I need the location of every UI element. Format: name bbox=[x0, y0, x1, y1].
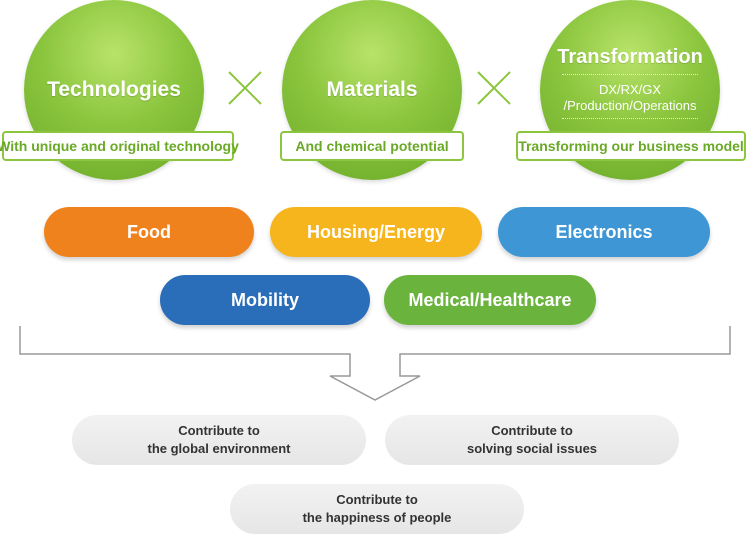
contribution-line-2: solving social issues bbox=[466, 441, 598, 456]
materials-band: And chemical potential bbox=[280, 131, 464, 161]
contribution-line-1: Contribute to bbox=[178, 423, 260, 438]
field-electronics: Electronics bbox=[498, 207, 710, 257]
technologies-band: With unique and original technology bbox=[0, 131, 239, 161]
bracket-arrow bbox=[19, 326, 731, 401]
materials-title: Materials bbox=[326, 78, 418, 101]
contribution-social-issues: Contribute to solving social issues bbox=[385, 415, 679, 465]
field-food: Food bbox=[44, 207, 254, 257]
contribution-global-environment: Contribute to the global environment bbox=[72, 415, 366, 465]
multiply-icon bbox=[228, 71, 262, 105]
transformation-sub-1: DX/RX/GX bbox=[598, 82, 662, 97]
contribution-line-1: Contribute to bbox=[491, 423, 573, 438]
field-mobility: Mobility bbox=[160, 275, 370, 325]
multiply-icon bbox=[477, 71, 511, 105]
divider bbox=[562, 118, 698, 119]
contribution-line-2: the global environment bbox=[147, 441, 291, 456]
transformation-sub-2: /Production/Operations bbox=[563, 98, 697, 113]
contribution-line-1: Contribute to bbox=[336, 492, 418, 507]
transformation-band: Transforming our business model bbox=[516, 131, 746, 161]
contribution-line-2: the happiness of people bbox=[302, 510, 452, 525]
transformation-title: Transformation bbox=[557, 46, 703, 68]
divider bbox=[562, 74, 698, 75]
technologies-title: Technologies bbox=[47, 78, 181, 101]
field-medical-healthcare: Medical/Healthcare bbox=[384, 275, 596, 325]
field-housing-energy: Housing/Energy bbox=[270, 207, 482, 257]
contribution-happiness: Contribute to the happiness of people bbox=[230, 484, 524, 534]
